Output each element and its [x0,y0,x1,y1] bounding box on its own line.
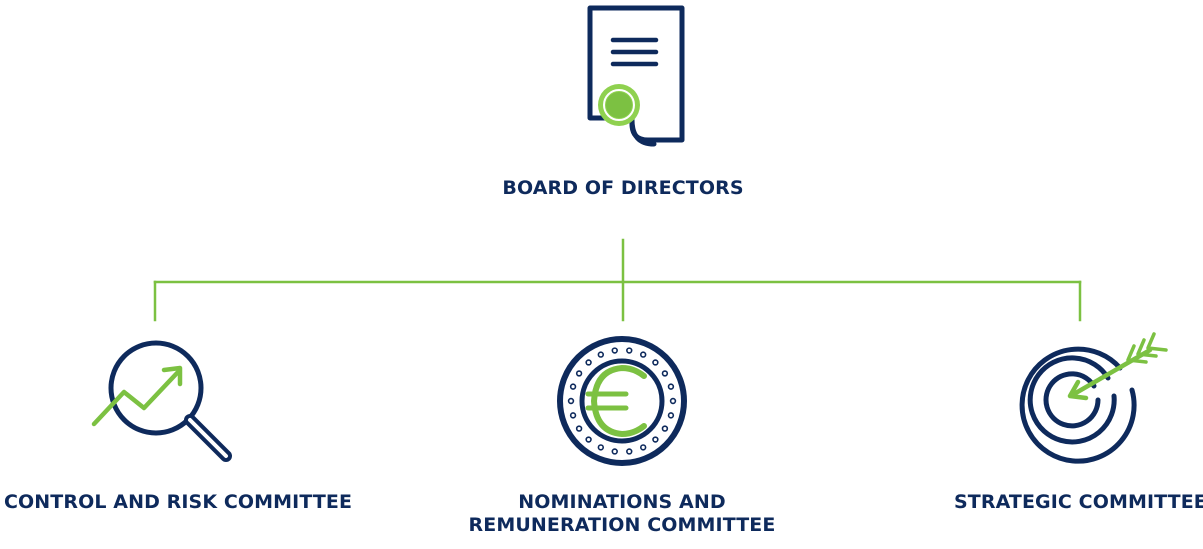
coin-rim-dot [639,351,647,358]
coin-rim-dot [575,425,583,432]
coin-rim-dot [667,383,675,390]
coin-rim-dot [597,444,605,451]
committee-label-strategic: STRATEGIC COMMITTEE [954,491,1203,513]
magnifier-growth-chart-icon [91,340,232,462]
target-arrow-icon [1019,332,1168,464]
coin-rim-dot [569,383,577,390]
board-label: BOARD OF DIRECTORS [502,177,744,199]
committee-label-control-risk: CONTROL AND RISK COMMITTEE [4,491,353,513]
coin-rim-dot [661,425,669,432]
coin-rim-dot [661,370,669,377]
coin-rim-dot [575,370,583,377]
committee-label-nominations-remuneration: NOMINATIONS AND REMUNERATION COMMITTEE [468,491,776,536]
coin-rim-dot [585,359,592,366]
coin-rim-dot [626,347,633,354]
euro-coin-icon [557,336,687,466]
coin-rim-dot [569,412,577,419]
coin-rim-dot [652,359,659,366]
coin-rim-dot [669,397,677,405]
coin-rim-dot [567,397,575,405]
coin-rim-dot [611,347,618,354]
coin-rim-dot [639,444,647,451]
coin-rim-dot [667,412,675,419]
coin-rim-dot [652,436,659,443]
coin-rim-dot [626,448,633,455]
coin-rim-dot [585,436,592,443]
coin-rim-dot [597,351,605,358]
certificate-document-icon [587,5,685,147]
coin-rim-dot [611,448,618,455]
